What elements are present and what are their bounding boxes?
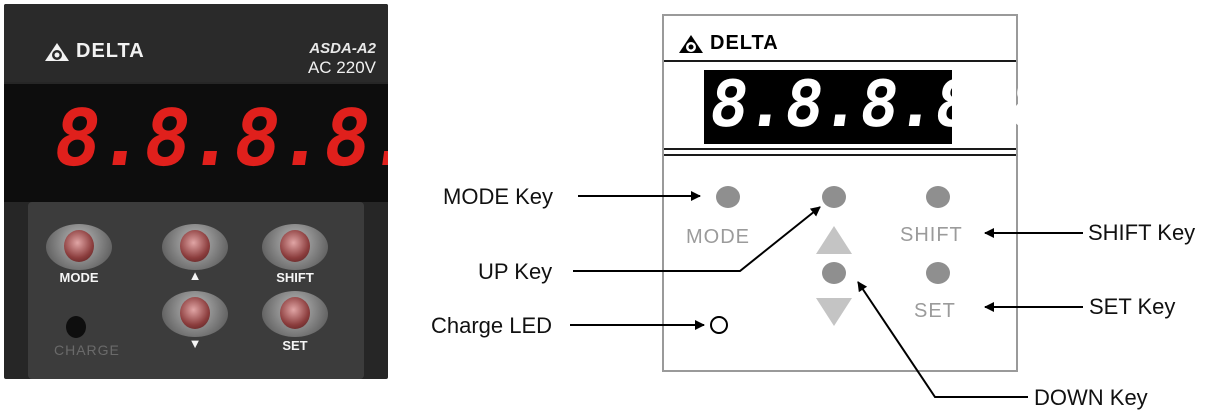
down-key-leader — [858, 282, 1028, 397]
up-key-leader — [573, 207, 820, 271]
